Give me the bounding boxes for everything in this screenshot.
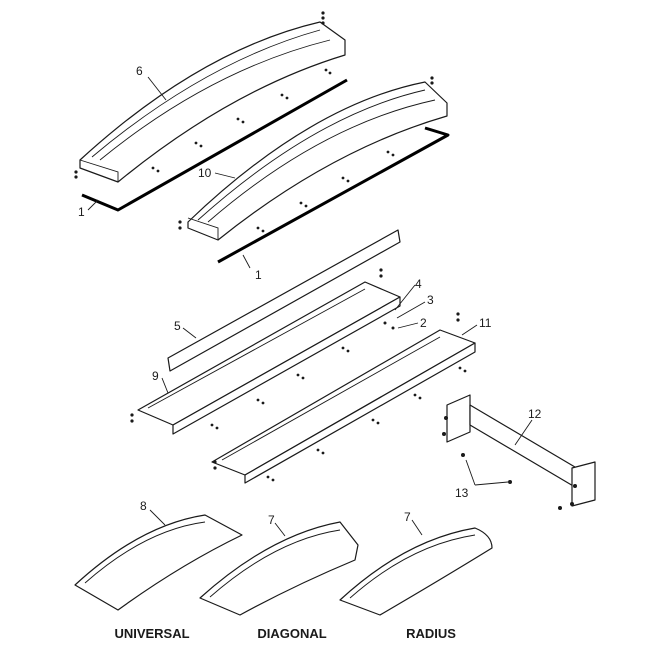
callout-2: 2 bbox=[420, 316, 427, 330]
callout-9: 9 bbox=[152, 369, 159, 383]
fastener-dots bbox=[74, 11, 577, 510]
callout-10: 10 bbox=[198, 166, 212, 180]
caption-universal: UNIVERSAL bbox=[114, 626, 189, 641]
part-1-gasket-upper bbox=[81, 78, 348, 212]
callout-8: 8 bbox=[140, 499, 147, 513]
leader-lines bbox=[87, 76, 533, 537]
caption-radius: RADIUS bbox=[406, 626, 456, 641]
part-7-diagonal-cap bbox=[199, 521, 359, 616]
part-1-gasket-lower bbox=[217, 126, 450, 264]
callout-13: 13 bbox=[455, 486, 469, 500]
callout-12: 12 bbox=[528, 407, 542, 421]
callout-7-radius: 7 bbox=[404, 510, 411, 524]
callout-5: 5 bbox=[174, 319, 181, 333]
callout-11: 11 bbox=[479, 316, 492, 330]
part-6-cover bbox=[79, 21, 346, 183]
caption-diagonal: DIAGONAL bbox=[257, 626, 326, 641]
part-9-channel bbox=[137, 281, 401, 435]
part-5-strip bbox=[167, 229, 401, 372]
callout-3: 3 bbox=[427, 293, 434, 307]
callout-4: 4 bbox=[415, 277, 422, 291]
part-11-channel bbox=[211, 329, 476, 484]
part-8-universal-cap bbox=[74, 514, 243, 611]
callout-6: 6 bbox=[136, 64, 143, 78]
callout-1-upper: 1 bbox=[78, 205, 85, 219]
part-7-radius-cap bbox=[339, 527, 493, 616]
part-12-bracket bbox=[446, 394, 596, 507]
callout-7-diagonal: 7 bbox=[268, 513, 275, 527]
callout-1-lower: 1 bbox=[255, 268, 262, 282]
part-10-cover bbox=[187, 81, 448, 241]
